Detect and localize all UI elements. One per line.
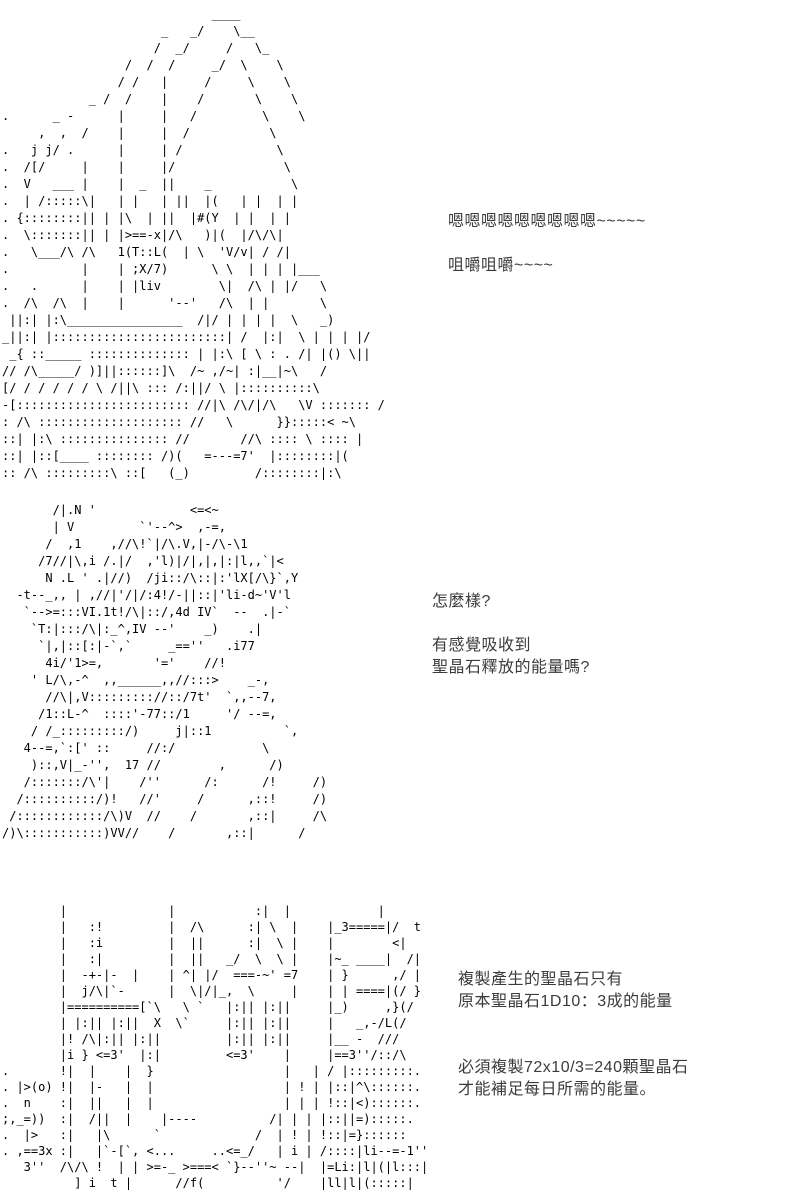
dialogue-eating-text: 嗯嗯嗯嗯嗯嗯嗯嗯嗯~~~~~ 咀嚼咀嚼~~~~ bbox=[448, 213, 646, 274]
dialogue-explanation-text: 複製產生的聖晶石只有 原本聖晶石1D10：3成的能量 必須複製72x10/3=2… bbox=[458, 971, 689, 1098]
ascii-art-panel-middle: /|.N ' <=<~ | V `'--^> ,-=, / ,1 ,//\!`|… bbox=[2, 503, 328, 840]
ascii-art-panel-bottom: | | :| | | | :! | /\ :| \ | |_3=====|/ t… bbox=[2, 904, 429, 1190]
ascii-art-panel-top: ____ _ _/ \__ / _/ / \_ / / / _/ \ \ / /… bbox=[2, 7, 385, 480]
dialogue-question-text: 怎麼樣? 有感覺吸收到 聖晶石釋放的能量嗎? bbox=[432, 593, 590, 676]
